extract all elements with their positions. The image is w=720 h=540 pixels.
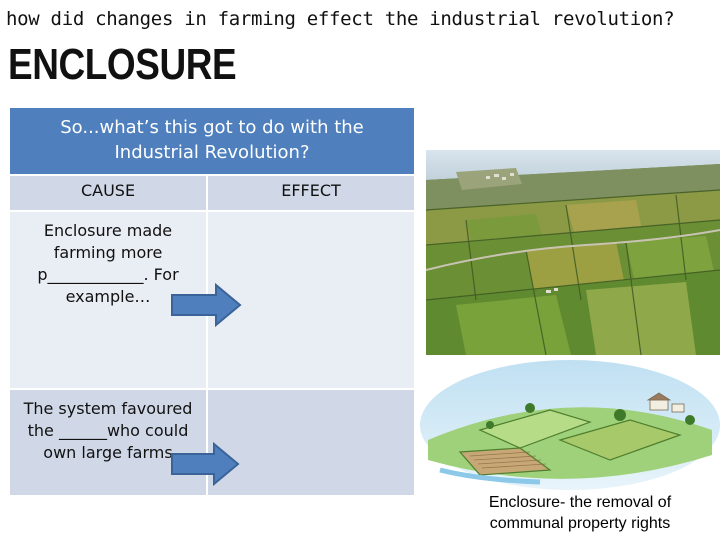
table-row: The system favoured the ______who could …	[10, 390, 414, 495]
table-header: So...what’s this got to do with the Indu…	[10, 108, 414, 174]
caption-line-1: Enclosure- the removal of	[488, 494, 672, 511]
column-header-cause: CAUSE	[80, 181, 136, 200]
cause-line: farming more	[53, 243, 163, 262]
column-header-effect: EFFECT	[281, 181, 341, 200]
table-header-line-2: Industrial Revolution?	[114, 142, 310, 163]
enclosed-fields-illustration	[420, 360, 720, 490]
cause-line: p____________. For	[37, 265, 179, 284]
cause-effect-table: So...what’s this got to do with the Indu…	[10, 108, 414, 495]
aerial-farmland-photo	[426, 150, 720, 355]
slide-heading: ENCLOSURE	[8, 40, 237, 89]
right-arrow-icon	[171, 442, 240, 486]
table-header-line-1: So...what’s this got to do with the	[60, 117, 364, 138]
cause-cell: The system favoured the ______who could …	[10, 390, 206, 495]
image-caption: Enclosure- the removal of communal prope…	[440, 492, 720, 534]
cause-line: The system favoured	[23, 399, 193, 418]
cause-line: example…	[65, 287, 151, 306]
caption-line-2: communal property rights	[489, 515, 671, 532]
cause-line: the ______who could	[27, 421, 189, 440]
table-row: Enclosure made farming more p___________…	[10, 212, 414, 388]
right-arrow-icon	[171, 283, 242, 327]
slide-question: how did changes in farming effect the in…	[6, 8, 675, 30]
table-column-headers: CAUSE EFFECT	[10, 176, 414, 210]
cause-line: own large farms	[43, 443, 173, 462]
cause-line: Enclosure made	[43, 221, 173, 240]
column-divider	[206, 176, 208, 495]
cause-cell: Enclosure made farming more p___________…	[10, 212, 206, 388]
